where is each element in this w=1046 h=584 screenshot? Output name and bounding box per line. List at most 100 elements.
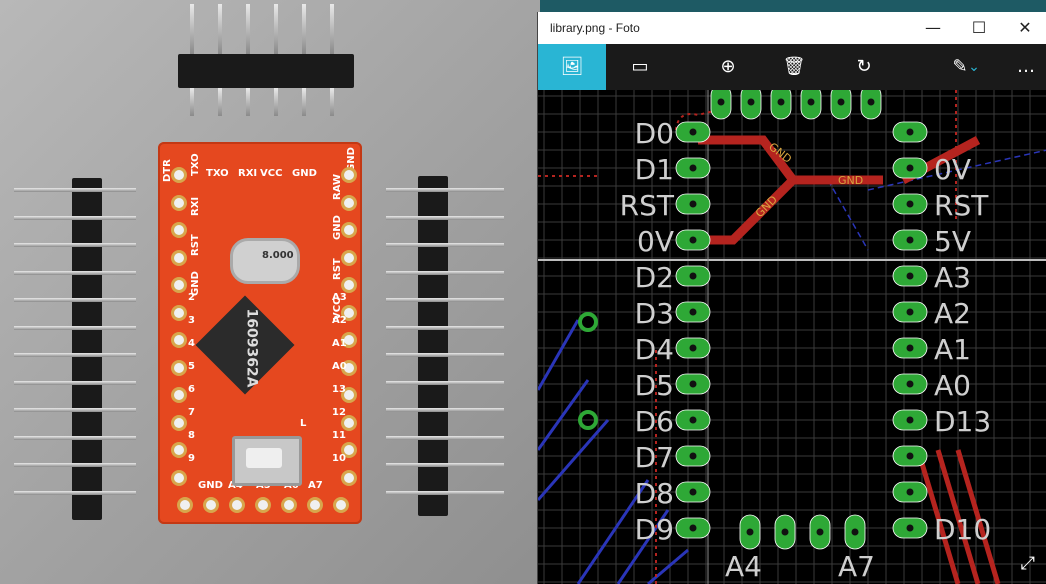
edit-icon[interactable]: ✎	[952, 56, 968, 77]
board-label-right: A0	[332, 361, 347, 372]
pad-hole	[906, 344, 914, 352]
board-label-vcc: VCC	[260, 168, 283, 179]
red-trace	[955, 449, 1001, 584]
pcb-left-label: D1	[635, 153, 674, 186]
board-label-left: 2	[188, 292, 195, 303]
rotate-icon[interactable]: ↻	[856, 56, 872, 77]
minimize-button[interactable]: —	[925, 18, 941, 37]
pad-hole	[717, 98, 725, 106]
left-header-pin	[14, 490, 136, 495]
pad-hole	[689, 380, 697, 388]
pcb-right-label: A1	[934, 333, 971, 366]
pcb-right-label: D10	[934, 513, 991, 546]
board-label-right: GND	[332, 215, 343, 240]
red-trace	[935, 449, 981, 584]
right-header-pin	[386, 380, 504, 385]
left-header-pin	[14, 215, 136, 220]
board-hole	[344, 445, 354, 455]
right-header-pin	[386, 353, 504, 357]
left-header-pin	[14, 353, 136, 357]
right-header-pin	[386, 298, 504, 302]
pad-hole	[906, 416, 914, 424]
pcb-left-label: D4	[635, 333, 674, 366]
blue-dashed-trace	[827, 179, 869, 251]
board-hole	[174, 445, 184, 455]
pad-hole	[807, 98, 815, 106]
board-hole	[336, 500, 346, 510]
board-label-left: 9	[188, 453, 195, 464]
board-hole	[344, 390, 354, 400]
board-hole	[174, 417, 184, 428]
pad-hole	[906, 380, 914, 388]
maximize-button[interactable]: ☐	[971, 18, 987, 37]
board-label-left: 6	[188, 384, 195, 395]
board-label-left: RXI	[190, 196, 201, 216]
pcb-left-label: D9	[635, 513, 674, 546]
more-icon[interactable]: …	[1017, 56, 1035, 77]
pcb-left-label: D3	[635, 297, 674, 330]
board-label-right: 12	[332, 407, 346, 418]
board-label-txo: TXO	[206, 168, 229, 179]
board-label-right: A2	[332, 315, 347, 326]
top-pin-header	[178, 54, 354, 88]
fullscreen-icon[interactable]: ⤢	[1020, 553, 1035, 574]
board-hole	[174, 335, 184, 345]
board-label-right: RST	[332, 258, 343, 280]
gnd-trace	[698, 135, 797, 183]
board-label-right: RAW	[332, 173, 343, 200]
delete-icon[interactable]: 🗑	[782, 56, 806, 77]
board-label-dtr: DTR	[162, 159, 173, 182]
pad-hole	[906, 452, 914, 460]
pad-hole	[747, 98, 755, 106]
image-icon[interactable]: 🖼	[538, 44, 606, 90]
board-hole	[206, 500, 216, 510]
board-label-gnd2: GND	[346, 147, 357, 172]
blue-trace	[538, 379, 590, 451]
dropdown-chevron-icon[interactable]: ⌄	[968, 59, 980, 75]
pad-hole	[851, 528, 859, 536]
right-header-pin	[386, 325, 504, 330]
board-label-right: 10	[332, 453, 346, 464]
left-header-pin	[14, 188, 136, 192]
pcb-right-label: A3	[934, 261, 971, 294]
board-hole	[344, 280, 354, 290]
board-label-right: 11	[332, 430, 346, 441]
right-header-pin	[386, 188, 504, 192]
pad-hole	[689, 452, 697, 460]
left-header-pin	[14, 325, 136, 330]
right-pin-header	[418, 176, 448, 516]
board-hole	[232, 500, 242, 510]
pcb-left-label: 0V	[637, 225, 674, 258]
pad-hole	[689, 164, 697, 172]
chip-label: 1609362A	[243, 308, 260, 388]
right-header-pin	[386, 490, 504, 495]
pad-hole	[689, 272, 697, 280]
pad-hole	[816, 528, 824, 536]
pcb-right-label: 5V	[934, 225, 971, 258]
left-header-pin	[14, 408, 136, 412]
zoom-icon[interactable]: ⊕	[720, 56, 736, 77]
blue-trace	[647, 548, 689, 584]
blue-trace	[616, 509, 670, 584]
title-bar: library.png - Foto — ☐ ✕	[538, 12, 1046, 44]
board-hole	[344, 472, 354, 483]
board-hole	[174, 362, 184, 373]
gnd-label: GND	[838, 174, 863, 187]
blue-trace	[576, 479, 650, 584]
pad-hole	[746, 528, 754, 536]
board-hole	[344, 197, 354, 208]
pcb-left-label: D7	[635, 441, 674, 474]
arduino-photo: DTR TXO RXI VCC GND GND GND A4 A5 A6 A7 …	[0, 0, 540, 584]
pad-hole	[689, 308, 697, 316]
window-title: library.png - Foto	[550, 21, 640, 35]
left-header-pin	[14, 270, 136, 275]
pcb-left-label: D0	[635, 117, 674, 150]
slideshow-icon[interactable]: ▭	[631, 56, 649, 77]
pad-hole	[906, 272, 914, 280]
close-button[interactable]: ✕	[1018, 18, 1032, 37]
toolbar: 🖼 ▭ ⊕ 🗑 ↻ ✎ ⌄ …	[538, 44, 1046, 90]
board-label-left: 7	[188, 407, 195, 418]
pcb-right-label: 0V	[934, 153, 971, 186]
pad-hole	[689, 200, 697, 208]
